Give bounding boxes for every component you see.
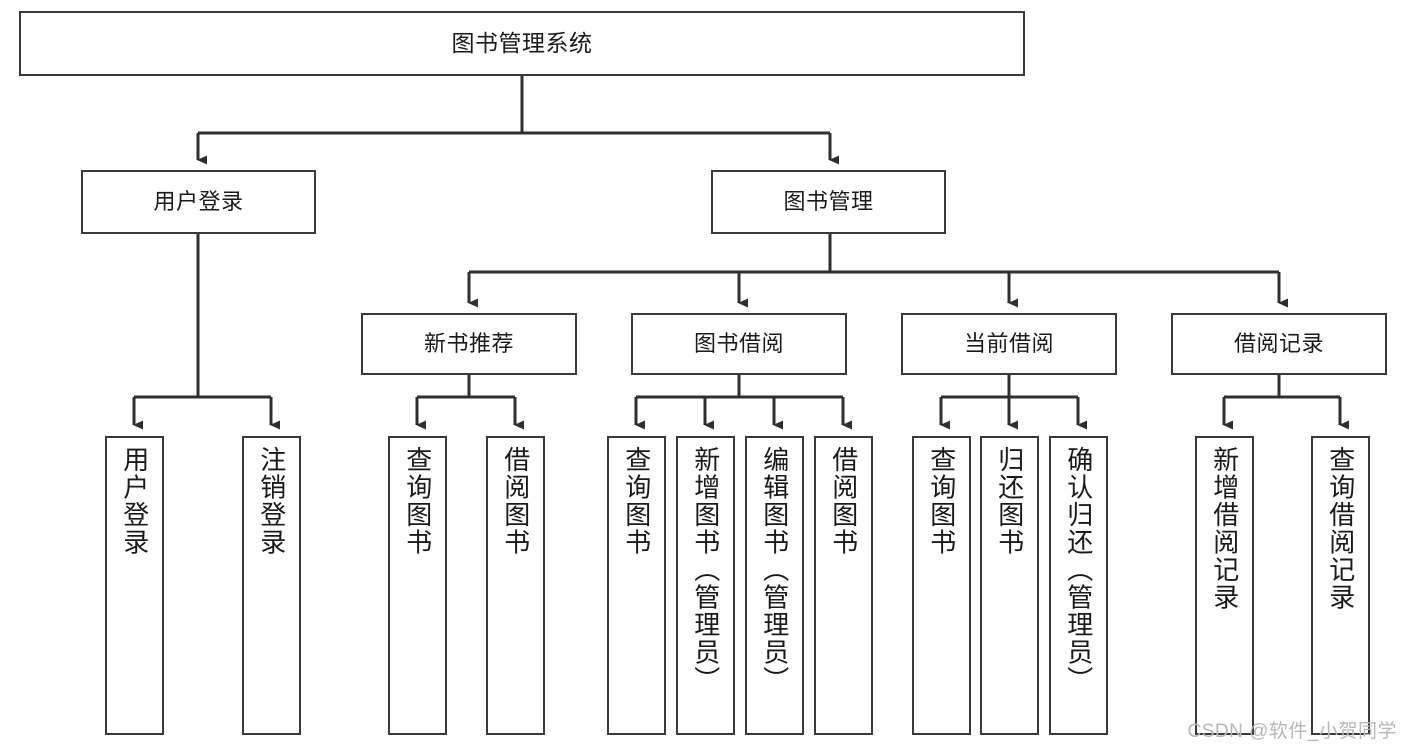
- leaf-borrow-add-book-label: 新增图书（管理员）: [690, 446, 721, 694]
- leaf-record-add-label: 新增借阅记录: [1209, 446, 1240, 611]
- leaf-borrow-edit-book-label: 编辑图书（管理员）: [759, 446, 790, 694]
- node-current-borrow-label: 当前借阅: [963, 331, 1054, 357]
- leaf-current-query-book-label: 查询图书: [926, 446, 957, 556]
- leaf-borrow-edit-book[interactable]: 编辑图书（管理员）: [745, 436, 804, 735]
- leaf-new-book-borrow[interactable]: 借阅图书: [486, 436, 545, 735]
- node-book-management[interactable]: 图书管理: [711, 170, 946, 234]
- leaf-new-book-query[interactable]: 查询图书: [388, 436, 447, 735]
- node-book-management-label: 图书管理: [783, 189, 874, 215]
- leaf-user-login-signout[interactable]: 注销登录: [242, 436, 301, 735]
- leaf-borrow-borrow-book-label: 借阅图书: [828, 446, 859, 556]
- node-user-login[interactable]: 用户登录: [81, 170, 316, 234]
- leaf-user-login-signout-label: 注销登录: [256, 446, 287, 556]
- leaf-borrow-query-book[interactable]: 查询图书: [607, 436, 666, 735]
- leaf-new-book-borrow-label: 借阅图书: [500, 446, 531, 556]
- leaf-user-login-signin-label: 用户登录: [119, 446, 150, 556]
- node-book-borrow[interactable]: 图书借阅: [631, 313, 847, 375]
- node-borrow-record[interactable]: 借阅记录: [1171, 313, 1387, 375]
- leaf-record-query[interactable]: 查询借阅记录: [1311, 436, 1370, 735]
- leaf-current-return-book-label: 归还图书: [994, 446, 1025, 556]
- leaf-borrow-add-book[interactable]: 新增图书（管理员）: [676, 436, 735, 735]
- leaf-borrow-query-book-label: 查询图书: [621, 446, 652, 556]
- leaf-current-confirm-return-label: 确认归还（管理员）: [1063, 446, 1094, 694]
- leaf-current-return-book[interactable]: 归还图书: [980, 436, 1039, 735]
- leaf-borrow-borrow-book[interactable]: 借阅图书: [814, 436, 873, 735]
- node-root-label: 图书管理系统: [451, 29, 593, 56]
- node-current-borrow[interactable]: 当前借阅: [901, 313, 1117, 375]
- leaf-record-add[interactable]: 新增借阅记录: [1195, 436, 1254, 735]
- leaf-record-query-label: 查询借阅记录: [1325, 446, 1356, 611]
- node-book-borrow-label: 图书借阅: [693, 331, 784, 357]
- node-new-book-recommend-label: 新书推荐: [423, 331, 514, 357]
- node-new-book-recommend[interactable]: 新书推荐: [361, 313, 577, 375]
- leaf-user-login-signin[interactable]: 用户登录: [105, 436, 164, 735]
- leaf-new-book-query-label: 查询图书: [402, 446, 433, 556]
- leaf-current-query-book[interactable]: 查询图书: [912, 436, 971, 735]
- node-root-system[interactable]: 图书管理系统: [19, 11, 1025, 76]
- node-borrow-record-label: 借阅记录: [1233, 331, 1324, 357]
- leaf-current-confirm-return[interactable]: 确认归还（管理员）: [1049, 436, 1108, 735]
- node-user-login-label: 用户登录: [153, 189, 244, 215]
